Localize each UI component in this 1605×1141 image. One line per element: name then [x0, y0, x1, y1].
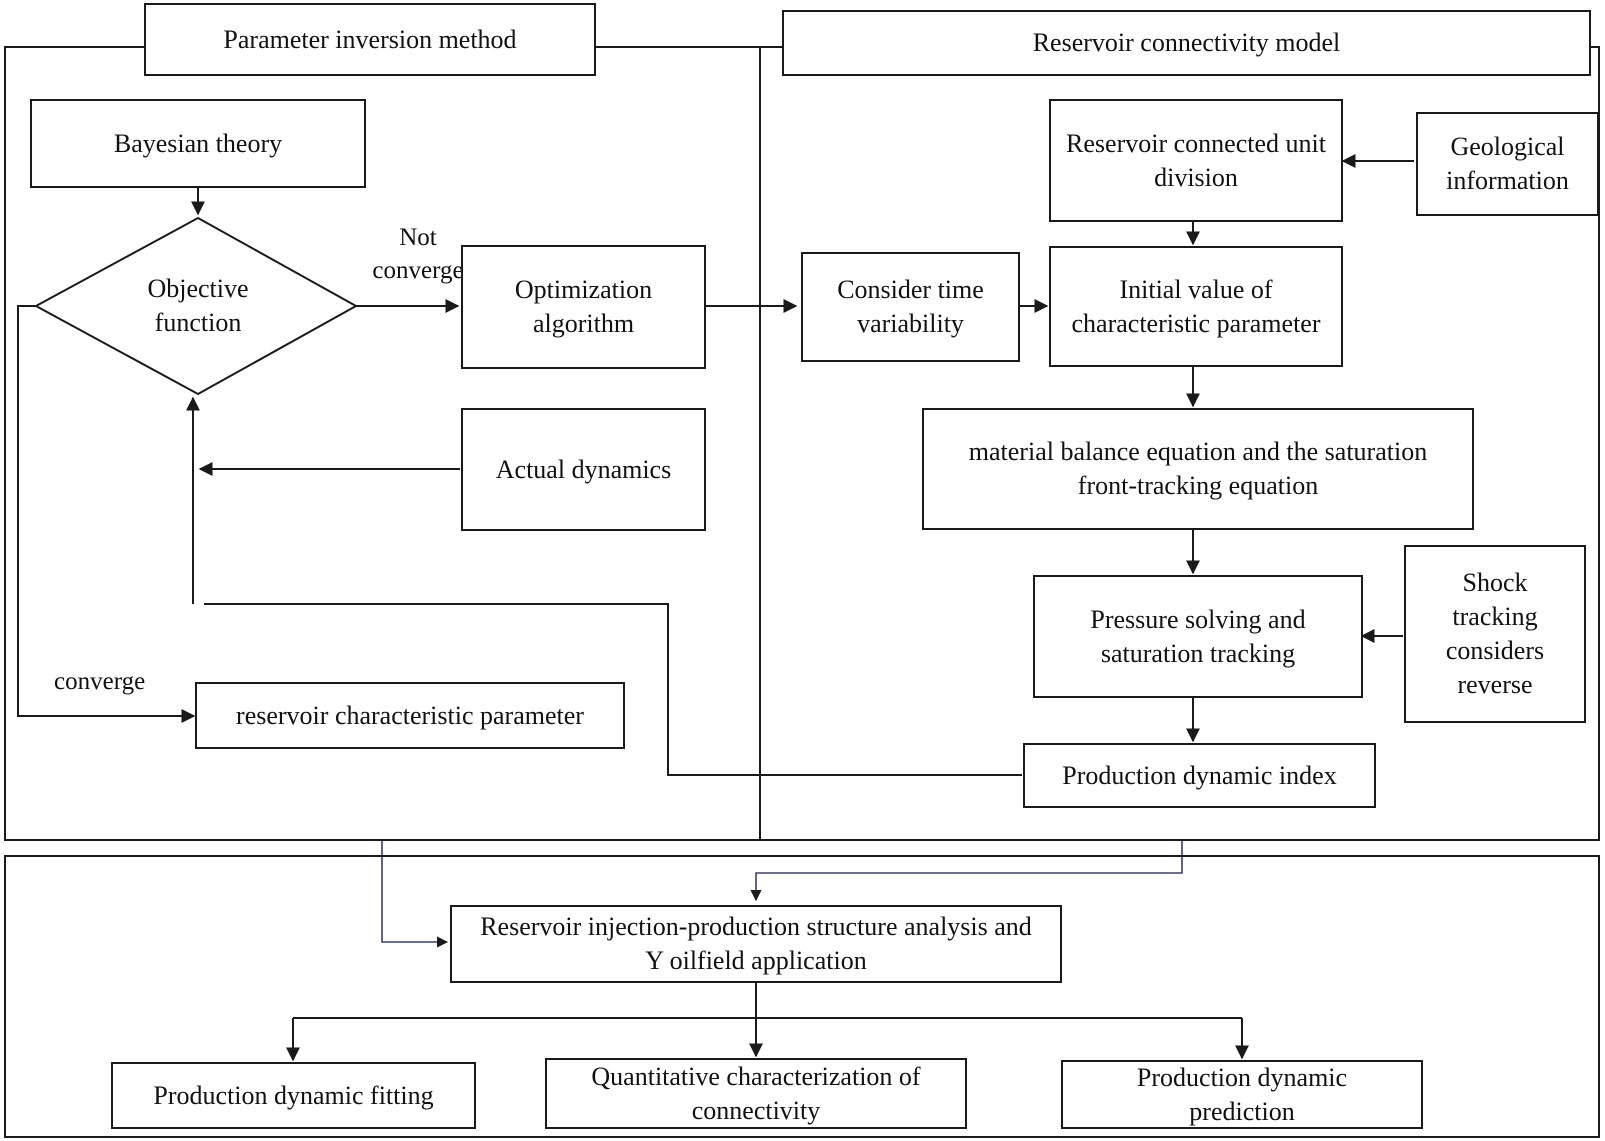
- feedback-loop-line: [204, 603, 1022, 776]
- not-converge-label: Not converge: [372, 224, 464, 284]
- pressure-solving-box: Pressure solving and saturation tracking: [1033, 575, 1363, 698]
- left-section-title: Parameter inversion method: [144, 3, 596, 76]
- bottom-section-frame: [4, 855, 1600, 1138]
- bayesian-theory-box: Bayesian theory: [30, 99, 366, 188]
- objective-diamond: [33, 216, 359, 396]
- converge-line: [17, 305, 196, 723]
- production-dynamic-index-box: Production dynamic index: [1023, 743, 1376, 808]
- right-section-title: Reservoir connectivity model: [782, 10, 1591, 76]
- material-balance-box: material balance equation and the satura…: [922, 408, 1474, 530]
- arrow-left-section-to-analysis: [381, 841, 449, 948]
- arrow-right-section-to-analysis: [750, 841, 1183, 902]
- converge-label: converge: [54, 668, 146, 695]
- reservoir-characteristic-parameter-box: reservoir characteristic parameter: [195, 682, 625, 749]
- production-dynamic-prediction-box: Production dynamic prediction: [1061, 1060, 1423, 1129]
- objective-function-label: Objective function: [147, 274, 249, 337]
- time-variability-box: Consider time variability: [801, 252, 1020, 362]
- initial-value-box: Initial value of characteristic paramete…: [1049, 246, 1343, 367]
- geological-information-box: Geological information: [1416, 112, 1599, 216]
- structure-analysis-box: Reservoir injection-production structure…: [450, 905, 1062, 983]
- connected-unit-division-box: Reservoir connected unit division: [1049, 99, 1343, 222]
- quantitative-characterization-box: Quantitative characterization of connect…: [545, 1058, 967, 1129]
- actual-dynamics-box: Actual dynamics: [461, 408, 706, 531]
- optimization-algorithm-box: Optimization algorithm: [461, 245, 706, 369]
- production-dynamic-fitting-box: Production dynamic fitting: [111, 1062, 476, 1129]
- shock-tracking-box: Shock tracking considers reverse: [1404, 545, 1586, 723]
